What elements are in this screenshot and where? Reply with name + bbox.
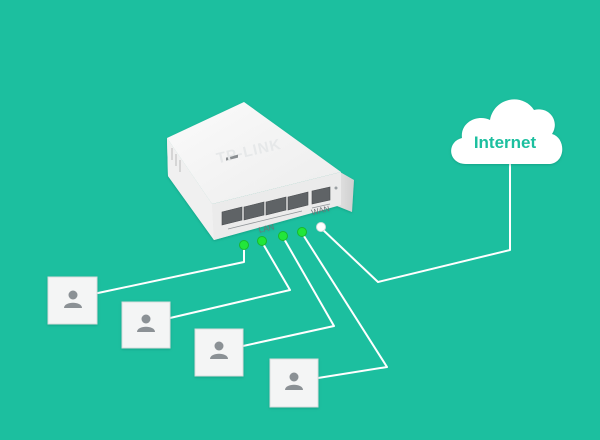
client-1 [47,276,98,325]
router-left [167,138,214,240]
wan-label-line [311,203,331,209]
indicator-lan-4 [297,227,307,237]
router-ports [221,154,338,226]
cloud-label: Internet [474,133,537,152]
router-vents [171,148,181,172]
indicator-lan-1 [239,240,249,250]
lan-label: LAN [258,222,275,234]
lan-port-3 [265,196,287,216]
router: TP-LINK LAN WAN [167,102,354,240]
lan-port-2 [243,201,265,221]
power-led [334,186,338,190]
clients [47,276,319,408]
indicator-wan [316,222,326,232]
client-4 [269,358,319,408]
wire-lan-4 [301,232,388,379]
user-icon [137,314,155,332]
client-3 [194,328,244,377]
wan-label: WAN [310,204,330,217]
user-icon [210,341,228,359]
wire-lan-2 [169,241,291,319]
indicator-lan-3 [278,231,288,241]
lan-label-line [227,210,303,230]
wan-port [311,186,331,205]
indicator-lan-2 [257,236,267,246]
lan-port-4 [287,191,309,211]
cloud-shape [451,99,563,164]
wire-wan [320,159,511,283]
status-indicators [239,222,326,250]
router-top [167,102,341,204]
user-icon [64,290,82,308]
client-2 [121,301,171,349]
wire-lan-3 [242,236,335,347]
wires [97,159,511,379]
router-side [337,172,354,212]
internet-cloud: Internet [451,99,563,164]
wire-lan-1 [97,245,245,294]
user-icon [285,372,303,390]
lan-port-1 [221,206,243,226]
